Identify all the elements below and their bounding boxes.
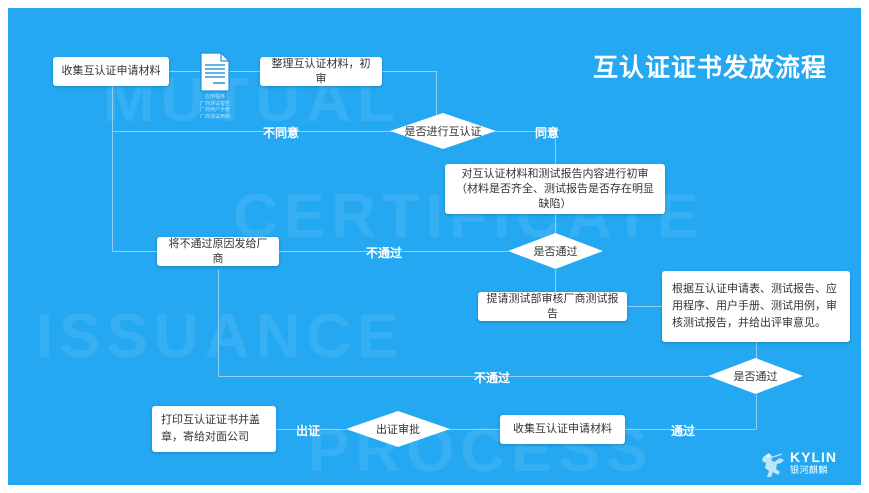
connector-fail1-horizontal — [279, 251, 508, 252]
decision-mutual-cert[interactable]: 是否进行互认证 — [390, 113, 496, 149]
node-preliminary-review[interactable]: 对互认证材料和测试报告内容进行初审 （材料是否齐全、测试报告是否存在明显缺陷） — [445, 164, 665, 214]
node-collect-materials-bottom[interactable]: 收集互认证申请材料 — [500, 415, 625, 444]
page-title: 互认证证书发放流程 — [593, 54, 828, 82]
node-label-line2: （材料是否齐全、测试报告是否存在明显缺陷） — [456, 182, 654, 210]
node-print-certificate[interactable]: 打印互认证证书并盖章，寄给对面公司 — [152, 406, 276, 452]
decision-pass-2[interactable]: 是否通过 — [708, 358, 803, 394]
doc-caption-line-2: 厂商测试报告 — [199, 100, 230, 107]
connector-collect-bottom-to-approval — [430, 429, 500, 430]
node-request-test-dept[interactable]: 提请测试部审核厂商测试报告 — [478, 292, 627, 321]
node-organize-materials[interactable]: 整理互认证材料，初审 — [260, 57, 382, 86]
edge-label-disagree: 不同意 — [263, 126, 300, 140]
kylin-qilin-icon — [762, 453, 784, 477]
node-send-fail-reason[interactable]: 将不通过原因发给厂商 — [157, 237, 279, 266]
node-label: 提请测试部审核厂商测试报告 — [486, 292, 619, 320]
connector-doc-to-organize — [230, 71, 260, 72]
node-collect-materials-top[interactable]: 收集互认证申请材料 — [53, 57, 169, 86]
node-label: 将不通过原因发给厂商 — [168, 237, 268, 265]
node-label: 收集互认证申请材料 — [513, 423, 612, 435]
document-icon — [200, 52, 230, 92]
logo-name: KYLIN — [790, 449, 837, 465]
edge-label-fail-1: 不通过 — [366, 246, 403, 260]
connector-collect-to-doc — [168, 71, 200, 72]
watermark-issuance: ISSUANCE — [36, 302, 405, 371]
node-label: 根据互认证申请表、测试报告、应用程序、用户手册、测试用例，审核测试报告，并给出评… — [672, 283, 837, 329]
connector-decision1-right — [495, 131, 555, 132]
doc-caption-line-1: 应用程序 — [204, 94, 225, 100]
decision-label: 出证审批 — [376, 424, 420, 436]
edge-label-issue-cert: 出证 — [296, 424, 321, 438]
decision-label: 是否进行互认证 — [404, 126, 482, 138]
connector-left-rail-to-failbox — [112, 251, 157, 252]
logo-text: KYLIN 银河麒麟 — [790, 450, 837, 476]
connector-pass-to-collect-bottom — [625, 429, 756, 430]
logo-subtitle: 银河麒麟 — [790, 465, 829, 475]
connector-review-down-to-decision2 — [555, 214, 556, 251]
connector-fail2-up-to-failbox — [218, 270, 219, 376]
decision-pass-1[interactable]: 是否通过 — [508, 233, 603, 269]
edge-label-pass: 通过 — [671, 424, 696, 438]
connector-fail2-horizontal — [218, 376, 708, 377]
node-label: 打印互认证证书并盖章，寄给对面公司 — [161, 414, 260, 443]
decision-cert-approval[interactable]: 出证审批 — [346, 411, 450, 447]
decision-label: 是否通过 — [533, 246, 578, 258]
connector-agree-down — [555, 131, 556, 164]
connector-down-to-decision1 — [436, 71, 437, 131]
node-label-line1: 对互认证材料和测试报告内容进行初审 — [461, 167, 649, 180]
connector-organize-right — [381, 71, 436, 72]
kylin-logo: KYLIN 银河麒麟 — [760, 448, 860, 484]
connector-approval-to-print — [276, 429, 346, 430]
decision-label: 是否通过 — [733, 371, 778, 383]
connector-disagree-horizontal — [112, 131, 390, 132]
connector-request-to-detail — [627, 306, 662, 307]
node-label: 整理互认证材料，初审 — [271, 57, 371, 85]
doc-caption-line-4: 厂商测试用例 — [199, 113, 230, 120]
edge-label-fail-2: 不通过 — [474, 371, 511, 385]
doc-caption-line-3: 厂商用户手册 — [199, 107, 230, 113]
node-label: 收集互认证申请材料 — [61, 65, 161, 77]
connector-decision3-down — [756, 395, 757, 429]
node-review-detail[interactable]: 根据互认证申请表、测试报告、应用程序、用户手册、测试用例，审核测试报告，并给出评… — [662, 271, 850, 342]
connector-disagree-up-to-collect — [112, 86, 113, 131]
document-icon-caption: 应用程序 厂商测试报告 厂商用户手册 厂商测试用例 — [186, 94, 244, 120]
connector-left-rail-vertical — [112, 131, 113, 251]
edge-label-agree: 同意 — [535, 126, 560, 140]
slide-canvas: MUTUAL CERTIFICATE ISSUANCE PROCESS 互认证证… — [8, 8, 861, 485]
connector-decision2-down — [555, 270, 556, 292]
